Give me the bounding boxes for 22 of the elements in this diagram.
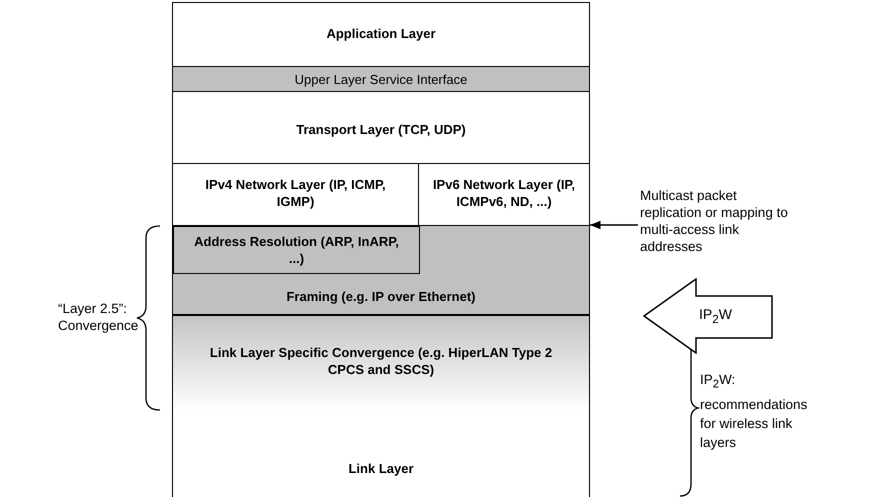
layer-label: IPv6 Network Layer (IP, ICMPv6, ND, ...) (432, 176, 576, 210)
layer-label: Framing (e.g. IP over Ethernet) (285, 288, 477, 305)
layer-label: IPv4 Network Layer (IP, ICMP, IGMP) (204, 176, 387, 210)
layer-label: Link Layer (347, 460, 415, 477)
layer-box (172, 66, 590, 92)
note-text: Multicast packet replication or mapping to multi-access link addresses (640, 187, 800, 255)
annotation-text: IP$_{2}$W: recommendations for wireless link layers (700, 371, 808, 452)
arrow (590, 220, 638, 230)
layer-box (172, 410, 590, 497)
arrow-label: IP$_{2}$W (699, 306, 732, 328)
block-arrow (643, 278, 773, 354)
layer-box (172, 91, 590, 164)
layer-box (173, 226, 420, 274)
layer-box (172, 2, 590, 67)
layer-label: Transport Layer (TCP, UDP) (295, 121, 467, 138)
layer-box (172, 225, 590, 317)
layer-box (172, 316, 590, 411)
annotation-text: “Layer 2.5”: Convergence (58, 300, 138, 334)
layer-label: Address Resolution (ARP, InARP, ...) (193, 233, 400, 267)
layer-label: Application Layer (325, 25, 437, 42)
layer-label: Upper Layer Service Interface (294, 71, 468, 88)
layer-label: Link Layer Specific Convergence (e.g. HiperLAN Type 2 CPCS and SSCS) (208, 344, 554, 378)
